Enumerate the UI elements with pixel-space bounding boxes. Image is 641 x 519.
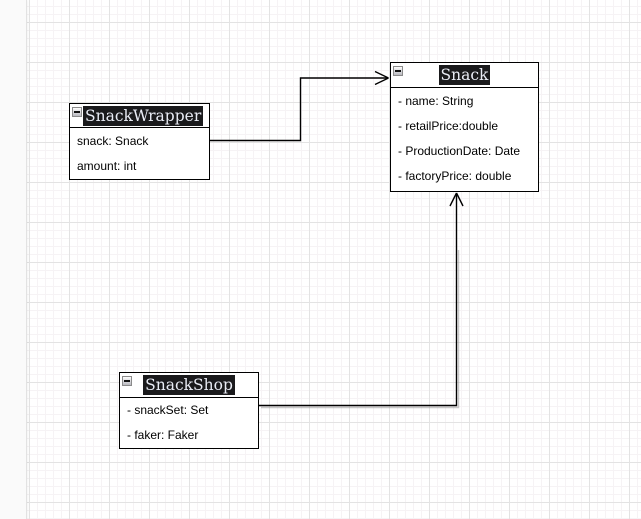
class-node-snack[interactable]: Snack - name: String - retailPrice:doubl… (390, 62, 539, 192)
connector-snackshop-to-snack[interactable] (259, 192, 464, 409)
left-gutter (0, 0, 27, 519)
collapse-minus-icon[interactable] (72, 107, 82, 117)
connector-snackwrapper-to-snack[interactable] (210, 70, 389, 142)
class-node-snackshop[interactable]: SnackShop - snackSet: Set - faker: Faker (119, 372, 259, 449)
class-field[interactable]: - name: String (398, 93, 474, 108)
class-attributes: - name: String - retailPrice:double - Pr… (391, 88, 538, 189)
class-node-snackwrapper[interactable]: SnackWrapper snack: Snack amount: int (69, 103, 210, 180)
class-field[interactable]: - snackSet: Set (127, 403, 209, 418)
class-name: Snack (438, 65, 491, 85)
class-title-bar[interactable]: SnackWrapper (70, 104, 209, 128)
class-title-bar[interactable]: Snack (391, 63, 538, 88)
class-field[interactable]: - ProductionDate: Date (398, 144, 521, 159)
class-field[interactable]: amount: int (77, 158, 137, 173)
class-name: SnackShop (143, 375, 235, 395)
open-arrowhead-icon (374, 70, 389, 86)
collapse-minus-icon[interactable] (122, 376, 132, 386)
class-field[interactable]: - factoryPrice: double (398, 169, 512, 184)
class-title-bar[interactable]: SnackShop (120, 373, 258, 398)
class-attributes: snack: Snack amount: int (70, 128, 209, 178)
class-field[interactable]: - faker: Faker (127, 427, 199, 442)
class-field[interactable]: - retailPrice:double (398, 118, 499, 133)
open-arrowhead-icon (449, 192, 464, 207)
collapse-minus-icon[interactable] (393, 66, 403, 76)
class-attributes: - snackSet: Set - faker: Faker (120, 398, 258, 447)
class-field[interactable]: snack: Snack (77, 133, 149, 148)
class-name: SnackWrapper (83, 105, 204, 126)
